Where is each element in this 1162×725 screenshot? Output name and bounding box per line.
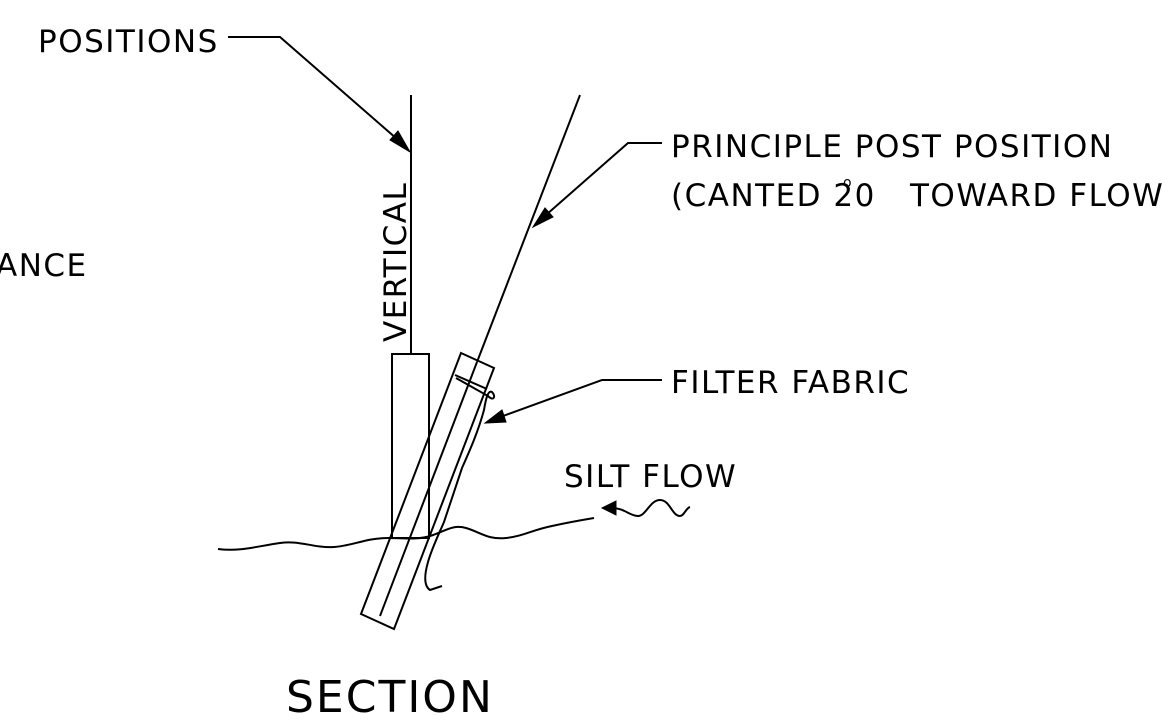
canted-post-line [476,94,581,363]
principle-post-label-suffix: TOWARD FLOW) [909,178,1162,214]
vertical-post [391,353,430,539]
filter-fabric [424,377,496,592]
positions-label: POSITIONS [38,24,219,60]
filter-fabric-label: FILTER FABRIC [671,365,910,401]
principle-post-leader [531,142,662,229]
distance-label-fragment: ANCE [0,248,88,284]
silt-flow-arrow [600,498,691,518]
canted-post-collar [454,374,488,390]
canted-post-centerline [379,361,478,617]
positions-leader [228,36,412,154]
vertical-label: VERTICAL [378,182,414,342]
principle-post-label-line1: PRINCIPLE POST POSITION [671,129,1113,165]
silt-flow-label: SILT FLOW [564,459,737,495]
filter-fabric-leader [483,379,662,424]
canted-post [359,351,496,631]
ground-line [217,517,595,551]
section-title: SECTION [286,672,494,723]
degree-symbol: o [843,175,853,191]
principle-post-label-prefix: (CANTED 20 [671,178,876,214]
